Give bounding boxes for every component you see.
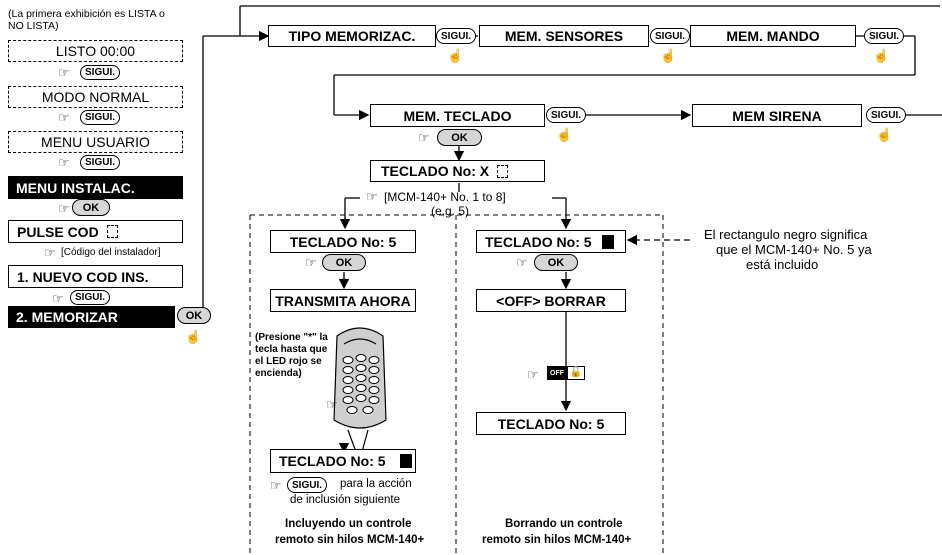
teclado-5-display: TECLADO No: 5 [270,230,416,253]
included-marker [601,234,614,249]
pointing-hand-icon: ☞ [418,130,430,145]
teclado-x-display: TECLADO No: X [370,160,545,182]
sigui-button[interactable]: SIGUI. [864,28,905,44]
pointing-hand-icon: ☞ [516,255,528,270]
tipo-memorizac-display: TIPO MEMORIZAC. [268,25,436,47]
first-display-note: (La primera exhibición es LISTA o NO LIS… [8,8,165,32]
ok-button[interactable]: OK [437,129,482,146]
sigui-button[interactable]: SIGUI. [436,28,477,44]
included-marker [399,454,412,468]
ok-button[interactable]: OK [177,307,211,324]
sigui-button[interactable]: SIGUI. [70,290,111,305]
listo-display: LISTO 00:00 [8,40,183,62]
pulse-cod-display: PULSE COD [8,220,183,243]
teclado-5-label: TECLADO No: 5 [279,453,386,469]
teclado-5-right-label: TECLADO No: 5 [485,233,592,250]
ok-button[interactable]: OK [534,254,578,271]
left-caption-line2: remoto sin hilos MCM-140+ [275,534,425,546]
sigui-button[interactable]: SIGUI. [287,477,328,493]
annotation-line1: El rectangulo negro significa [704,227,868,242]
pointing-hand-icon: ☞ [58,110,70,125]
annotation-line3: está incluido [746,257,819,272]
pointing-hand-icon: ☝ [876,127,893,142]
pointing-hand-icon: ☞ [58,201,70,216]
cursor-icon [497,164,509,178]
sigui-button[interactable]: SIGUI. [80,65,121,80]
left-caption-line1: Incluyendo un controle [285,518,412,530]
annotation-line2: que el MCM-140+ No. 5 ya [716,242,872,257]
mem-teclado-display: MEM. TECLADO [370,104,545,127]
pointing-hand-icon: ☞ [527,367,539,382]
sigui-button[interactable]: SIGUI. [546,107,587,123]
transmita-ahora-display: TRANSMITA AHORA [270,289,416,312]
unlock-icon: 🔓 [567,366,585,380]
teclado-5-after-display: TECLADO No: 5 [476,412,626,435]
pointing-hand-icon: ☝ [873,48,890,63]
teclado-5-right-display: TECLADO No: 5 [476,230,626,253]
sigui-button[interactable]: SIGUI. [80,110,121,125]
nuevo-cod-display: 1. NUEVO COD INS. [8,265,183,288]
memorizar-display: 2. MEMORIZAR [8,306,175,328]
pointing-hand-icon: ☝ [447,48,464,63]
presione-instruction: (Presione "*" la tecla hasta que el LED … [255,332,328,379]
mem-sensores-display: MEM. SENSORES [479,25,649,47]
mem-sirena-display: MEM SIRENA [692,104,862,127]
de-inclusion-label: de inclusión siguiente [290,494,400,506]
right-caption-line2: remoto sin hilos MCM-140+ [482,534,632,546]
pointing-hand-icon: ☞ [58,65,70,80]
para-accion-label: para la acción [340,478,412,490]
ok-button[interactable]: OK [72,199,110,216]
pointing-hand-icon: ☝ [185,329,202,344]
example-label: (e.g. 5) [431,204,470,218]
right-caption-line1: Borrando un controle [505,518,623,530]
pointing-hand-icon: ☞ [326,397,338,412]
off-key-icon[interactable]: OFF [547,366,567,380]
teclado-x-label: TECLADO No: X [381,163,490,179]
ok-button[interactable]: OK [322,254,366,271]
pointing-hand-icon: ☞ [270,478,282,493]
codigo-instalador-label: [Código del instalador] [61,247,161,258]
pointing-hand-icon: ☝ [660,48,677,63]
pointing-hand-icon: ☞ [44,245,56,260]
modo-normal-display: MODO NORMAL [8,86,183,108]
pointing-hand-icon: ☞ [52,291,64,306]
pulse-cod-label: PULSE COD [17,223,99,240]
menu-usuario-display: MENU USUARIO [8,131,183,153]
sigui-button[interactable]: SIGUI. [866,107,907,123]
pointing-hand-icon: ☞ [366,189,378,204]
pointing-hand-icon: ☞ [305,255,317,270]
menu-instalac-display: MENU INSTALAC. [8,176,183,199]
pointing-hand-icon: ☝ [556,127,573,142]
sigui-button[interactable]: SIGUI. [650,28,691,44]
sigui-button[interactable]: SIGUI. [80,155,121,170]
mcm-range-label: [MCM-140+ No. 1 to 8] [384,190,506,204]
pointing-hand-icon: ☞ [58,155,70,170]
teclado-5-included-display: TECLADO No: 5 [270,449,416,473]
off-borrar-display: <OFF> BORRAR [476,289,626,312]
cursor-icon [106,225,118,238]
mem-mando-display: MEM. MANDO [690,25,856,47]
